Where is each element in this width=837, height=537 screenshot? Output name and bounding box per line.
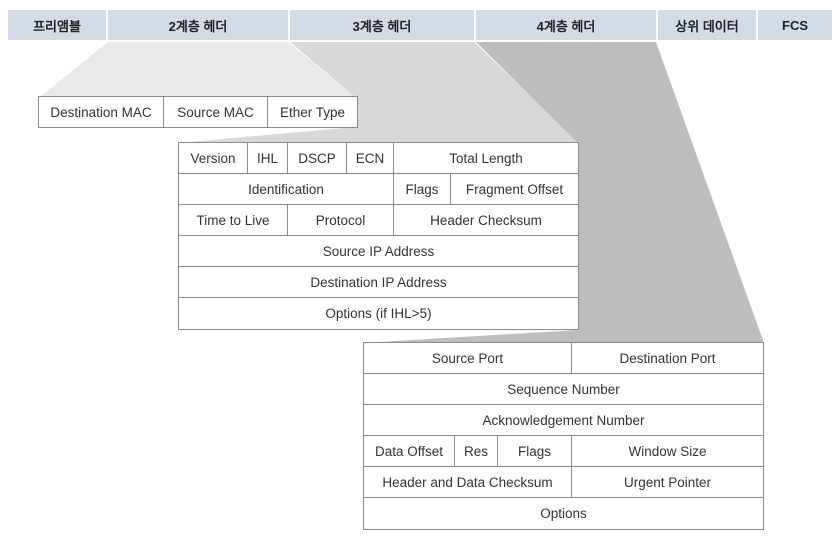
l2-projection	[40, 42, 355, 97]
tcp-options: Options	[363, 497, 764, 530]
eth-src-mac: Source MAC	[163, 96, 268, 128]
tcp-data-offset: Data Offset	[363, 435, 455, 467]
ip-header-checksum: Header Checksum	[393, 204, 579, 236]
frame-segment-preamble: 프리앰블	[8, 10, 106, 40]
frame-segment-upper-data: 상위 데이터	[658, 10, 756, 40]
tcp-acknowledgement-number: Acknowledgement Number	[363, 404, 764, 436]
ip-destination-address: Destination IP Address	[178, 266, 579, 298]
ip-options: Options (if IHL>5)	[178, 297, 579, 330]
ip-version: Version	[178, 142, 248, 174]
ip-flags: Flags	[393, 173, 451, 205]
l3-projection	[178, 42, 580, 143]
frame-segment-l4-header: 4계층 헤더	[476, 10, 656, 40]
ip-protocol: Protocol	[287, 204, 394, 236]
frame-segment-fcs: FCS	[758, 10, 832, 40]
tcp-destination-port: Destination Port	[571, 342, 764, 374]
eth-ether-type: Ether Type	[267, 96, 358, 128]
ip-ihl: IHL	[247, 142, 288, 174]
tcp-res: Res	[454, 435, 498, 467]
ip-ttl: Time to Live	[178, 204, 288, 236]
ip-identification: Identification	[178, 173, 394, 205]
frame-segment-l2-header: 2계층 헤더	[108, 10, 288, 40]
tcp-urgent-pointer: Urgent Pointer	[571, 466, 764, 498]
frame-segment-l3-header: 3계층 헤더	[290, 10, 474, 40]
eth-dst-mac: Destination MAC	[38, 96, 164, 128]
ip-ecn: ECN	[346, 142, 394, 174]
tcp-flags: Flags	[497, 435, 572, 467]
tcp-window-size: Window Size	[571, 435, 764, 467]
ip-source-address: Source IP Address	[178, 235, 579, 267]
tcp-source-port: Source Port	[363, 342, 572, 374]
ip-fragment-offset: Fragment Offset	[450, 173, 579, 205]
ip-total-length: Total Length	[393, 142, 579, 174]
l4-projection	[363, 42, 764, 343]
tcp-sequence-number: Sequence Number	[363, 373, 764, 405]
ip-dscp: DSCP	[287, 142, 347, 174]
tcp-checksum: Header and Data Checksum	[363, 466, 572, 498]
